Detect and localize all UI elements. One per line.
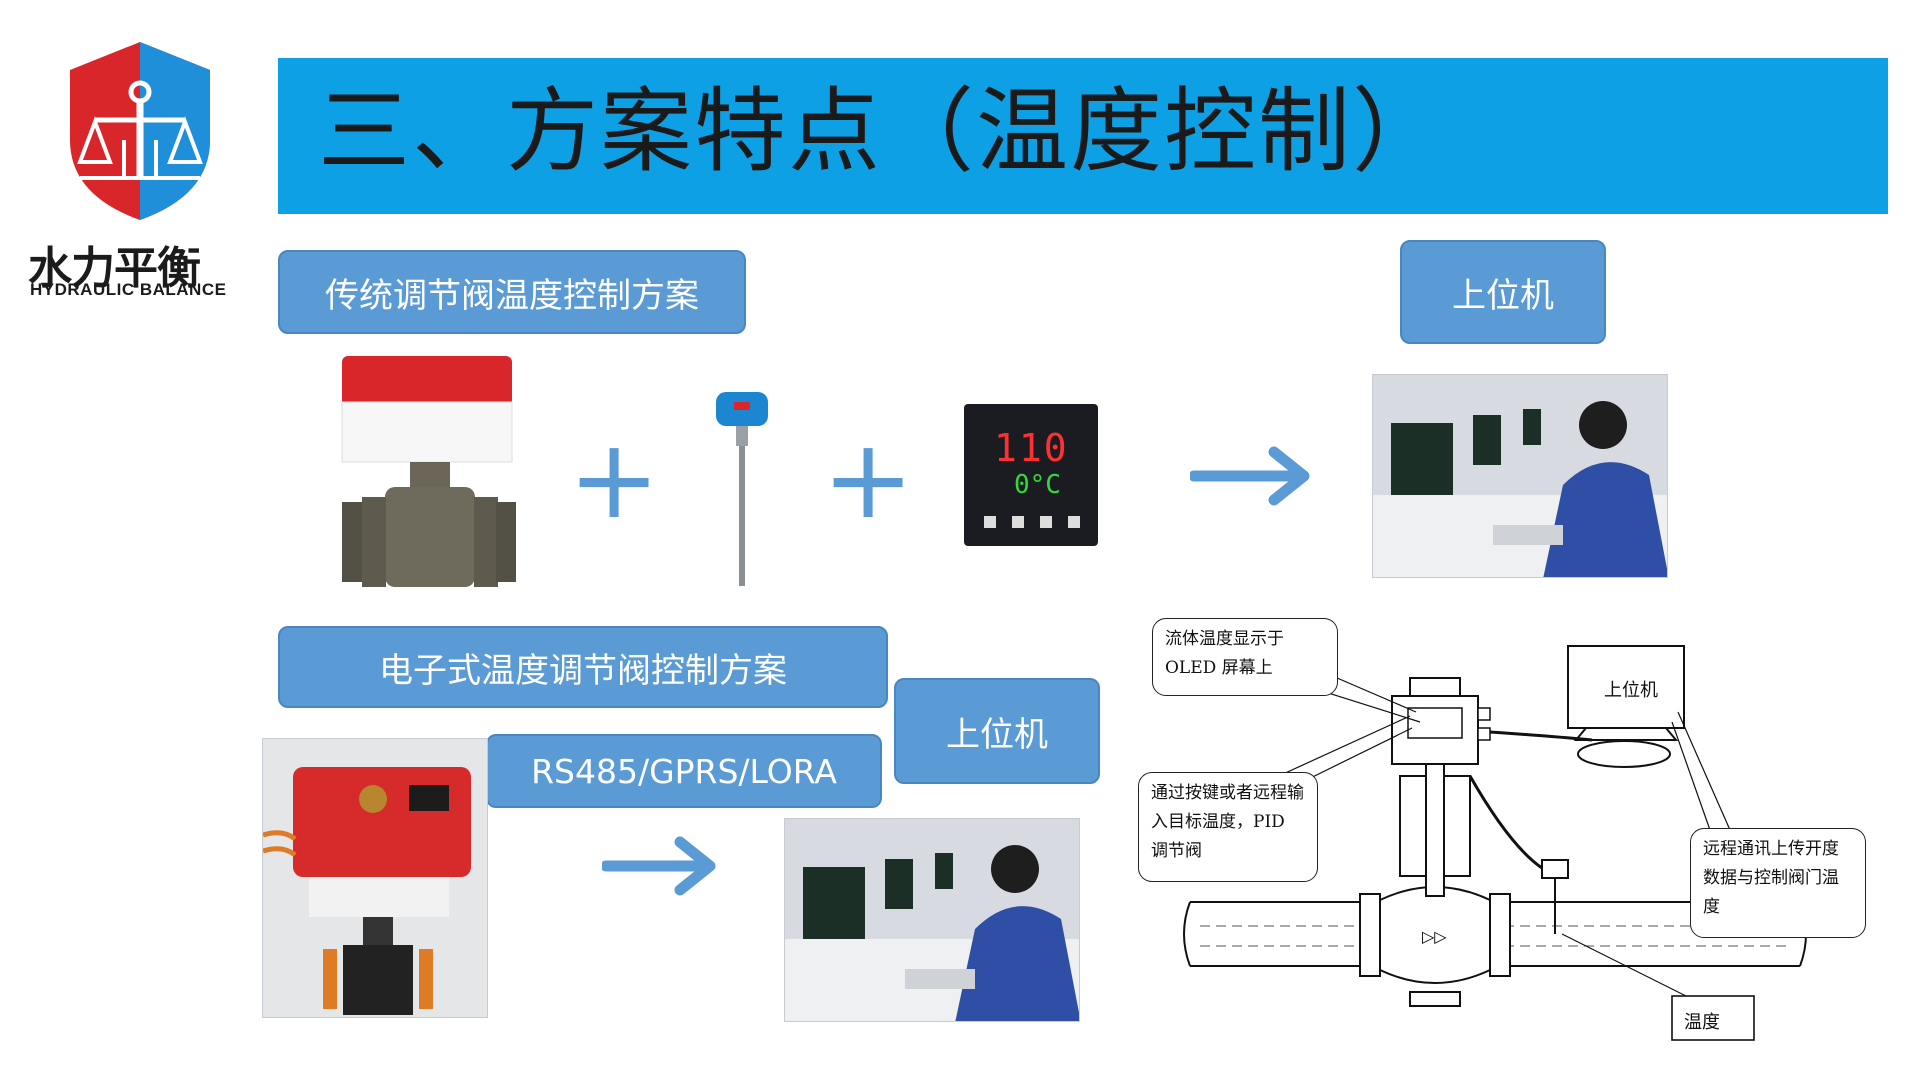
host-computer-label-bottom: 上位机 <box>894 678 1100 784</box>
shield-logo-icon <box>70 42 210 220</box>
page-title: 三、方案特点（温度控制） <box>318 78 1447 185</box>
electronic-valve-photo <box>262 738 488 1018</box>
electronic-scheme-label: 电子式温度调节阀控制方案 <box>278 626 888 708</box>
protocol-label: RS485/GPRS/LORA <box>486 734 882 808</box>
callout-display: 流体温度显示于 OLED 屏幕上 <box>1152 618 1338 696</box>
plus-sign-1: + <box>568 415 661 543</box>
callout-input: 通过按键或者远程输入目标温度，PID 调节阀 <box>1138 772 1318 882</box>
operator-workstation-photo <box>784 818 1080 1022</box>
diagram-host-label: 上位机 <box>1604 680 1658 701</box>
operator-workstation-photo <box>1372 374 1668 578</box>
temperature-controller-image: 110 0°C <box>964 404 1098 546</box>
temperature-sensor-image <box>706 388 778 588</box>
svg-text:▷▷: ▷▷ <box>1422 927 1447 946</box>
logo-name-en: HYDRAULIC BALANCE <box>30 280 227 299</box>
company-logo: 水力平衡 HYDRAULIC BALANCE <box>20 30 260 310</box>
callout-remote: 远程通讯上传开度数据与控制阀门温度 <box>1690 828 1866 938</box>
diagram-temperature-label: 温度 <box>1684 1012 1720 1033</box>
logo-name-cn: 水力平衡 <box>28 243 201 294</box>
controller-display-bottom: 0°C <box>1014 470 1061 500</box>
arrow-right-icon <box>602 836 716 896</box>
valve-schematic-diagram: ▷▷ 流体温度显示于 OLED 屏幕上 通过按键或者远程输入目标温度，PID 调… <box>1130 616 1870 1042</box>
title-banner: 三、方案特点（温度控制） <box>278 58 1888 214</box>
arrow-right-icon <box>1190 446 1310 506</box>
controller-display-top: 110 <box>994 426 1069 470</box>
host-computer-label-top: 上位机 <box>1400 240 1606 344</box>
plus-sign-2: + <box>822 415 915 543</box>
controller-buttons <box>984 516 1080 530</box>
traditional-scheme-label: 传统调节阀温度控制方案 <box>278 250 746 334</box>
actuator-valve-image <box>340 352 520 608</box>
